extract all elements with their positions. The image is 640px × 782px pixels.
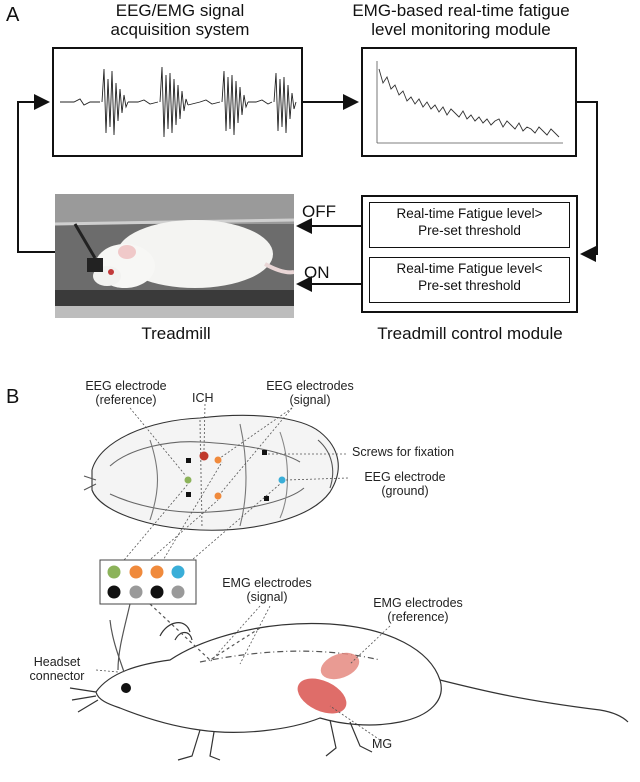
condition-high-line1: Real-time Fatigue level>	[396, 206, 543, 221]
eeg-reference-line1: EEG electrode	[85, 379, 167, 393]
condition-low-line1: Real-time Fatigue level<	[396, 261, 543, 276]
acquisition-title-line2: acquisition system	[110, 19, 250, 39]
condition-low-line2: Pre-set threshold	[418, 277, 521, 293]
screw-4	[264, 496, 269, 501]
on-label: ON	[304, 263, 330, 282]
acquisition-box	[52, 47, 303, 157]
eeg-reference-electrode	[184, 476, 192, 484]
eeg-signal-line1: EEG electrodes	[266, 379, 354, 393]
control-module-title: Treadmill control module	[377, 324, 563, 343]
skull-electrodes	[184, 450, 286, 501]
headset-line2: connector	[29, 668, 85, 683]
condition-box-high: Real-time Fatigue level> Pre-set thresho…	[369, 202, 570, 248]
eeg-signal-electrode-1	[214, 456, 222, 464]
headset-connector-box	[99, 559, 197, 605]
screw-3	[262, 450, 267, 455]
eeg-ground-line1: EEG electrode	[364, 470, 446, 484]
arrow-treadmill-to-acquisition	[17, 94, 55, 253]
eeg-ground-line2: (ground)	[381, 483, 429, 498]
condition-high-line2: Pre-set threshold	[418, 222, 521, 238]
treadmill-label: Treadmill	[141, 324, 211, 343]
rat-drawing	[69, 603, 629, 761]
emg-signal-line1: EMG electrodes	[222, 576, 312, 590]
ich-electrode	[199, 451, 209, 461]
eeg-reference-label: EEG electrode (reference)	[76, 379, 176, 408]
monitoring-title: EMG-based real-time fatigue level monito…	[336, 1, 586, 39]
screw-2	[186, 492, 191, 497]
monitoring-box	[361, 47, 577, 157]
screws-label: Screws for fixation	[352, 445, 455, 459]
off-label: OFF	[302, 202, 336, 221]
skull-drawing	[83, 414, 339, 531]
headset-label: Headset connector	[16, 655, 98, 684]
condition-box-low: Real-time Fatigue level< Pre-set thresho…	[369, 257, 570, 303]
emg-reference-label: EMG electrodes (reference)	[362, 596, 474, 625]
panel-a-letter: A	[6, 4, 20, 26]
emg-signal-line2: (signal)	[246, 589, 288, 604]
eeg-signal-line2: (signal)	[289, 392, 331, 407]
emg-reference-line2: (reference)	[387, 609, 449, 624]
eeg-signal-electrode-2	[214, 492, 222, 500]
emg-signal-label: EMG electrodes (signal)	[212, 576, 322, 605]
treadmill-photo	[55, 194, 294, 318]
emg-reference-muscle	[320, 652, 360, 680]
eeg-reference-line2: (reference)	[95, 392, 157, 407]
mg-muscle	[297, 678, 347, 714]
emg-reference-line1: EMG electrodes	[373, 596, 463, 610]
rat-eye	[121, 683, 131, 693]
acquisition-title: EEG/EMG signal acquisition system	[60, 1, 300, 39]
screw-1	[186, 458, 191, 463]
eeg-emg-signal-trace	[60, 66, 297, 138]
ich-label: ICH	[192, 391, 214, 405]
connector-pins	[107, 565, 185, 599]
monitoring-title-line1: EMG-based real-time fatigue	[352, 1, 570, 20]
eeg-ground-label: EEG electrode (ground)	[353, 470, 457, 499]
arrow-monitoring-to-control	[577, 101, 598, 262]
monitoring-title-line2: level monitoring module	[371, 19, 551, 39]
mg-label: MG	[372, 737, 393, 751]
fatigue-level-plot	[376, 61, 563, 144]
panel-b-letter: B	[6, 386, 20, 408]
eeg-ground-electrode	[278, 476, 286, 484]
headset-line1: Headset	[33, 655, 81, 669]
eeg-signal-label: EEG electrodes (signal)	[255, 379, 365, 408]
acquisition-title-line1: EEG/EMG signal	[115, 1, 245, 20]
